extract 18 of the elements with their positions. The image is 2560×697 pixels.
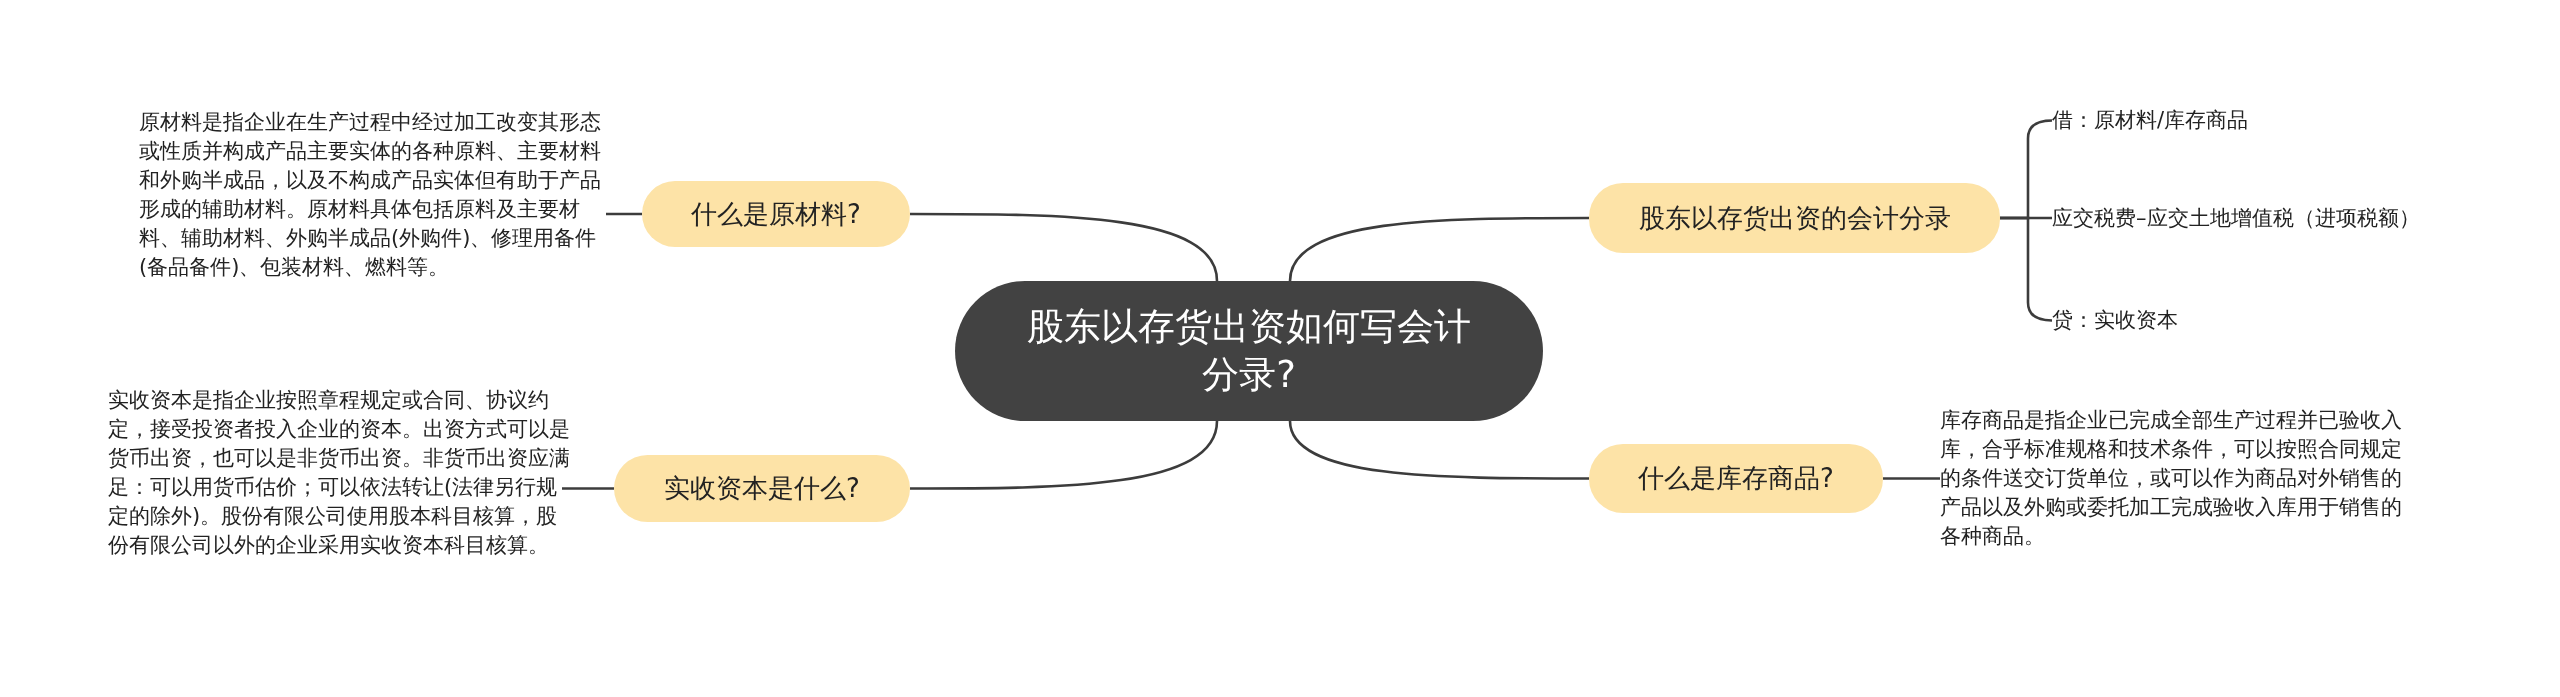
connector-line xyxy=(910,420,1219,490)
central-topic: 股东以存货出资如何写会计分录? xyxy=(955,281,1543,421)
note-text: 原材料是指企业在生产过程中经过加工改变其形态或性质并构成产品主要实体的各种原料、主要材料和外购半成品，以及不构成产品实体但有助于产品形成的辅助材料。原材料具体包括原料及主要材料、辅助材料、外购半成品(外购件)、修理用备件(备品备件)、包装材料、燃料等。 xyxy=(139,108,614,282)
note-text: 库存商品是指企业已完成全部生产过程并已验收入库，合乎标准规格和技术条件，可以按照合同规定的条件送交订货单位，或可以作为商品对外销售的产品以及外购或委托加工完成验收入库用于销售的各种商品。 xyxy=(1940,406,2408,551)
connector-line xyxy=(910,212,1219,282)
topic-pill: 股东以存货出资的会计分录 xyxy=(1589,183,2000,253)
entry-text: 贷：实收资本 xyxy=(2052,306,2178,335)
connector-line xyxy=(1288,216,1589,282)
connector-line xyxy=(1883,477,1940,480)
entry-text: 借：原材料/库存商品 xyxy=(2052,106,2249,135)
connector-line xyxy=(562,487,614,490)
connector-line xyxy=(1288,420,1589,480)
note-text: 实收资本是指企业按照章程规定或合同、协议约定，接受投资者投入企业的资本。出资方式可以是货币出资，也可以是非货币出资。非货币出资应满足：可以用货币估价；可以依法转让(法律另行规定的除外)。股份有限公司使用股本科目核算，股份有限公司以外的企业采用实收资本科目核算。 xyxy=(108,386,570,560)
topic-pill: 什么是原材料? xyxy=(642,181,910,247)
connector-line xyxy=(606,212,642,216)
topic-pill: 实收资本是什么? xyxy=(614,455,910,522)
entry-text: 应交税费–应交土地增值税（进项税额） xyxy=(2052,204,2420,233)
topic-pill: 什么是库存商品? xyxy=(1589,444,1883,513)
